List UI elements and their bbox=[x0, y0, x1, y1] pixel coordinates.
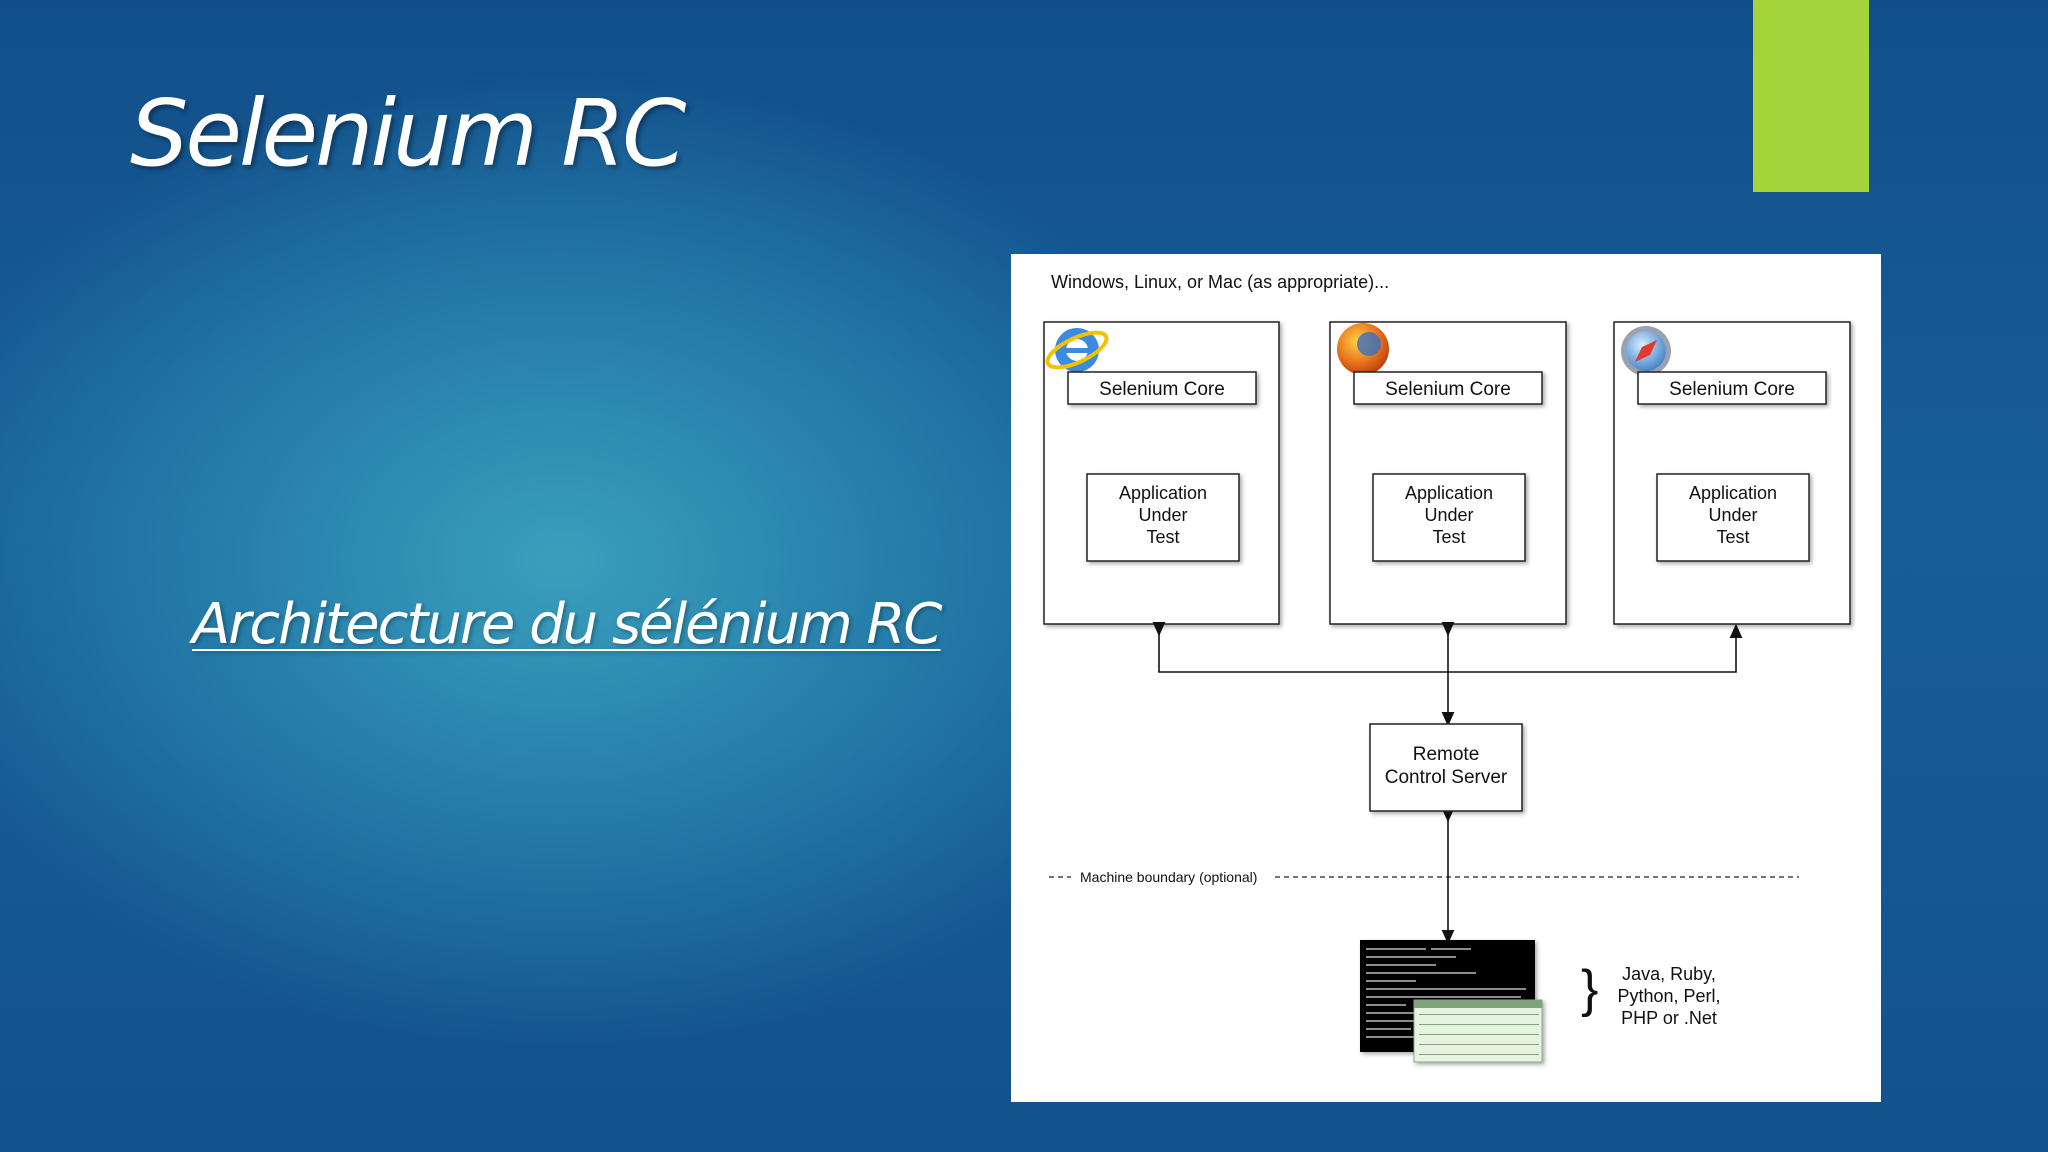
slide-title: Selenium RC bbox=[130, 80, 686, 187]
browser-column-ie: Selenium Core Application Under Test bbox=[1043, 321, 1280, 625]
selenium-core-label: Selenium Core bbox=[1669, 379, 1795, 400]
aut-line-1: Application bbox=[1119, 483, 1207, 503]
diagram-svg: Windows, Linux, or Mac (as appropriate).… bbox=[1043, 272, 1851, 1063]
selenium-core-box bbox=[1637, 371, 1827, 405]
architecture-link[interactable]: Architecture du sélénium RC bbox=[192, 592, 942, 657]
server-line-2: Control Server bbox=[1385, 767, 1508, 788]
aut-line-2: Under bbox=[1424, 505, 1473, 525]
internet-explorer-icon bbox=[1045, 328, 1109, 372]
curly-brace-glyph: } bbox=[1581, 960, 1598, 1018]
aut-line-3: Test bbox=[1432, 527, 1465, 547]
aut-line-3: Test bbox=[1146, 527, 1179, 547]
application-under-test-box bbox=[1086, 473, 1240, 562]
client-languages: } Java, Ruby, Python, Perl, PHP or .Net bbox=[1581, 960, 1721, 1028]
selenium-core-label: Selenium Core bbox=[1099, 379, 1225, 400]
browser-column-safari: Selenium Core Application Under Test bbox=[1613, 321, 1851, 625]
machine-boundary-label: Machine boundary (optional) bbox=[1080, 869, 1257, 885]
green-accent-bar bbox=[1753, 0, 1869, 192]
architecture-diagram: Windows, Linux, or Mac (as appropriate).… bbox=[1011, 254, 1881, 1102]
languages-line-3: PHP or .Net bbox=[1621, 1008, 1717, 1028]
remote-control-server: Remote Control Server bbox=[1369, 723, 1523, 812]
selenium-core-label: Selenium Core bbox=[1385, 379, 1511, 400]
aut-line-2: Under bbox=[1708, 505, 1757, 525]
selenium-core-box bbox=[1353, 371, 1543, 405]
aut-line-1: Application bbox=[1405, 483, 1493, 503]
firefox-icon bbox=[1337, 323, 1389, 375]
aut-line-2: Under bbox=[1138, 505, 1187, 525]
aut-line-1: Application bbox=[1689, 483, 1777, 503]
client-terminal-thumbnail bbox=[1360, 940, 1543, 1063]
diagram-header: Windows, Linux, or Mac (as appropriate).… bbox=[1051, 272, 1389, 292]
application-under-test-box bbox=[1656, 473, 1810, 562]
languages-line-1: Java, Ruby, bbox=[1622, 964, 1716, 984]
selenium-core-box bbox=[1067, 371, 1257, 405]
languages-line-2: Python, Perl, bbox=[1617, 986, 1720, 1006]
server-line-1: Remote bbox=[1413, 744, 1480, 765]
machine-boundary: Machine boundary (optional) bbox=[1049, 869, 1799, 885]
aut-line-3: Test bbox=[1716, 527, 1749, 547]
safari-icon bbox=[1621, 326, 1671, 376]
browser-column-firefox: Selenium Core Application Under Test bbox=[1329, 321, 1567, 625]
application-under-test-box bbox=[1372, 473, 1526, 562]
